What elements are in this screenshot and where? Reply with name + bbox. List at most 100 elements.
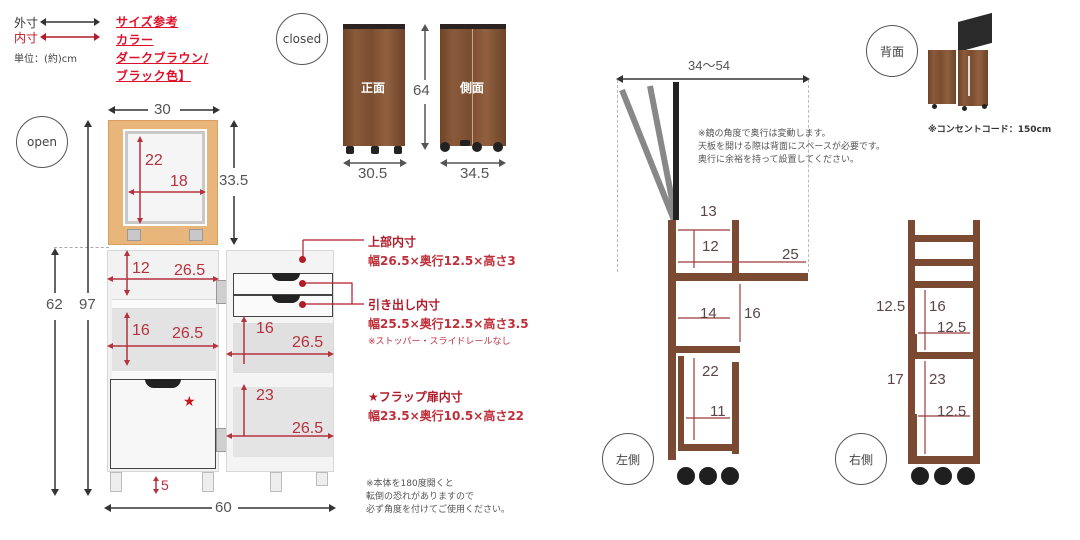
back-tag-label: 背面 <box>879 44 904 59</box>
closed-side-depth-value: 34.5 <box>460 165 490 182</box>
mirror-width-value: 30 <box>154 101 171 118</box>
open-lid <box>958 12 992 52</box>
inner-arrow-icon <box>40 33 101 41</box>
closed-side-depth-dimension <box>440 159 506 167</box>
note-line: 天板を開ける際は背面にスペースが必要です。 <box>698 142 886 152</box>
right-upper-inner-height: 16 <box>929 298 946 315</box>
upper-inner-title: 上部内寸 <box>368 235 417 249</box>
drawer-handle <box>272 273 300 281</box>
door-handle <box>145 379 181 388</box>
left-top-height: 12 <box>132 260 150 277</box>
drawer-inner-body: 幅25.5×奥行12.5×高さ3.5 <box>368 317 529 331</box>
callout-dot <box>299 280 306 287</box>
open-tag-label: open <box>27 135 57 149</box>
caster-height-value: 5 <box>161 477 169 493</box>
overall-width-value: 60 <box>215 499 232 516</box>
mirror-inner-dims <box>128 136 206 224</box>
back-left-unit <box>928 50 956 104</box>
right-upper-width: 12.5 <box>937 319 967 336</box>
height-62-dimension <box>51 248 59 496</box>
drawer-note: ※ストッパー・スライドレールなし <box>368 337 511 347</box>
callout-dot <box>299 301 306 308</box>
right-section-dims <box>226 316 334 439</box>
closed-front-width-value: 30.5 <box>358 165 388 182</box>
unit-label: 単位：(約)cm <box>14 54 78 65</box>
compartment <box>233 387 333 457</box>
back-right-unit <box>958 50 988 106</box>
reference-block: サイズ参考 カラー ダークブラウン/ ブラック色】 <box>116 13 208 85</box>
reference-line: ブラック色】 <box>116 69 192 83</box>
upper-inner-callout: 上部内寸 幅26.5×奥行12.5×高さ3 <box>368 233 516 269</box>
left-mid-width-value: 14 <box>700 305 717 322</box>
note-line: 奥行に余裕を持って設置してください。 <box>698 155 860 165</box>
front-casters <box>346 146 404 154</box>
left-top-width-value: 13 <box>700 203 717 220</box>
note-line: ※鏡の角度で奥行は変動します。 <box>698 129 831 139</box>
callout-lines <box>302 239 364 305</box>
height-62-value: 62 <box>46 296 63 313</box>
closed-tag-label: closed <box>282 32 322 46</box>
closed-height-dimension <box>421 24 429 150</box>
mirror-inner-width-value: 18 <box>170 173 188 190</box>
cord-note: ※コンセントコード：150cm <box>928 125 1052 135</box>
right-low-height: 23 <box>256 387 274 404</box>
right-mid-height: 16 <box>256 320 274 337</box>
right-side-tag: 右側 <box>835 433 887 485</box>
mirror-panel-height-value: 33.5 <box>219 172 249 189</box>
flap-door: ★ <box>110 379 216 469</box>
mirror-angle-lines <box>619 82 679 222</box>
top-board <box>440 24 506 29</box>
flap-callout: ★フラップ扉内寸 幅23.5×奥行10.5×高さ22 <box>368 388 524 424</box>
top-board <box>343 24 405 29</box>
drawer-handle <box>272 295 300 303</box>
warning-line: ※本体を180度開くと <box>366 479 454 489</box>
mirror-width-dimension <box>108 106 220 114</box>
legend: 外寸 内寸 単位：(約)cm <box>14 14 101 65</box>
mirror-height-dimension <box>230 120 238 245</box>
open-tag: open <box>16 116 68 168</box>
inner-size-label: 内寸 <box>14 30 39 45</box>
left-mid-height-value: 16 <box>744 305 761 322</box>
warning-line: 転倒の恐れがありますので <box>366 492 475 502</box>
tip-over-warning: ※本体を180度開くと 転倒の恐れがありますので 必ず角度を付けてご使用ください… <box>366 478 510 517</box>
closed-side-cabinet: 側面 <box>440 24 506 146</box>
shelf <box>112 371 216 379</box>
right-upper-outer-height: 12.5 <box>876 298 906 315</box>
flap-title: ★フラップ扉内寸 <box>368 390 463 404</box>
warning-line: 必ず角度を付けてご使用ください。 <box>366 505 511 515</box>
left-side-frame <box>668 220 808 485</box>
mirror-board <box>108 120 218 245</box>
open-casters <box>110 472 334 494</box>
mirror-height-value: 22 <box>145 152 163 169</box>
left-low-height-value: 22 <box>702 363 719 380</box>
callout-dot <box>299 256 306 263</box>
front-panel: 正面 <box>343 29 405 146</box>
left-side-tag-label: 左側 <box>615 452 640 467</box>
back-tag: 背面 <box>866 25 918 77</box>
closed-height-value: 64 <box>413 82 430 99</box>
left-mid-width: 26.5 <box>172 325 204 342</box>
left-section-dims <box>107 250 219 366</box>
right-lower-width: 12.5 <box>937 403 967 420</box>
right-lower-outer-height: 17 <box>887 371 904 388</box>
right-low-width: 26.5 <box>292 420 324 437</box>
depth-range-value: 34〜54 <box>688 58 730 73</box>
guide-line <box>617 80 618 272</box>
height-97-dimension <box>84 120 92 496</box>
reference-line: ダークブラウン/ <box>116 51 209 65</box>
left-top-width: 26.5 <box>174 262 206 279</box>
side-panel: 側面 <box>440 29 506 146</box>
hinge <box>127 229 141 241</box>
depth-note: ※鏡の角度で奥行は変動します。 天板を開ける際は背面にスペースが必要です。 奥行… <box>698 128 885 167</box>
compartment <box>233 323 333 373</box>
right-side-frame <box>908 220 980 485</box>
right-side-tag-label: 右側 <box>848 452 873 467</box>
left-low-width-value: 11 <box>710 403 726 420</box>
overall-width-dimension <box>104 504 336 512</box>
left-shelf-depth-value: 25 <box>782 246 799 263</box>
height-97-value: 97 <box>79 296 96 313</box>
drawer-inner-callout: 引き出し内寸 幅25.5×奥行12.5×高さ3.5 ※ストッパー・スライドレール… <box>368 296 529 347</box>
side-casters <box>440 140 506 154</box>
power-cord <box>968 56 970 96</box>
caster-height-dimension <box>153 476 159 494</box>
